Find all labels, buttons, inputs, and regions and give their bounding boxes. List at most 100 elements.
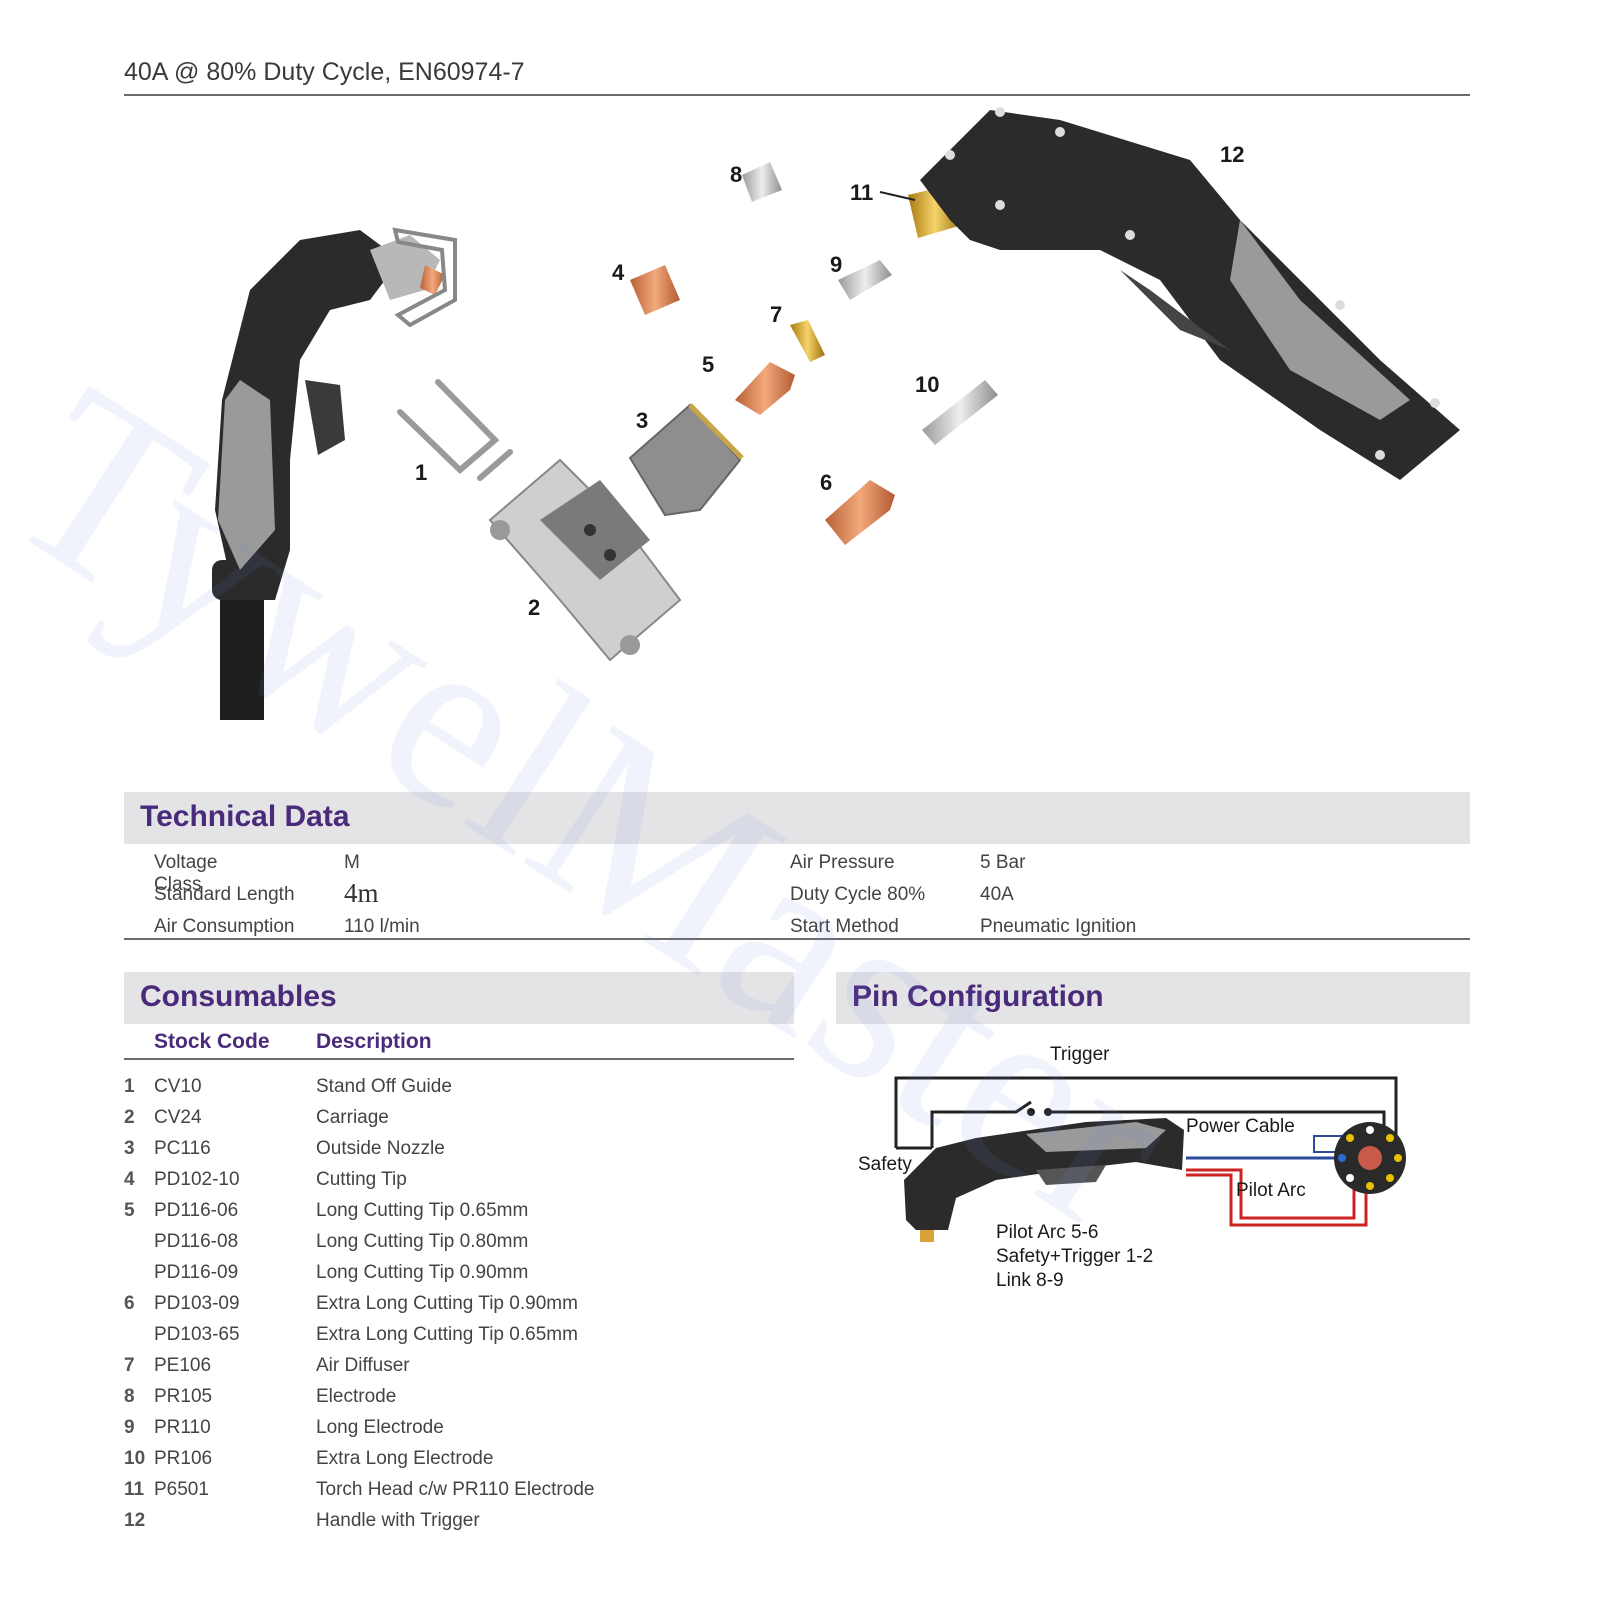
tech-label: Duty Cycle 80% xyxy=(790,884,926,905)
item-number: 12 xyxy=(124,1510,146,1531)
item-code: PR106 xyxy=(154,1448,213,1469)
tech-label: Air Pressure xyxy=(790,852,895,873)
item-code: PD116-08 xyxy=(154,1231,239,1252)
item-code: PE106 xyxy=(154,1355,212,1376)
item-desc: Air Diffuser xyxy=(316,1355,410,1376)
item-code: PR110 xyxy=(154,1417,211,1438)
item-code: PD116-09 xyxy=(154,1262,239,1283)
consumable-row: 4 PD102-10 Cutting Tip xyxy=(124,1169,744,1199)
consumable-row: 2 CV24 Carriage xyxy=(124,1107,744,1137)
technical-data-table: Voltage Class M Standard Length 4m Air C… xyxy=(124,848,1470,940)
consumable-row: 5 PD116-06 Long Cutting Tip 0.65mm xyxy=(124,1200,744,1230)
pin-config-diagram: Trigger Safety Power Cable Pilot Arc Pil… xyxy=(836,1030,1470,1310)
item-number: 8 xyxy=(124,1386,135,1407)
consumable-row: 7 PE106 Air Diffuser xyxy=(124,1355,744,1385)
tech-label: Voltage Class xyxy=(154,852,218,895)
technical-data-band: Technical Data xyxy=(124,792,1470,844)
tech-label: Start Method xyxy=(790,916,899,937)
part-label-10: 10 xyxy=(915,372,939,397)
part-label-3: 3 xyxy=(636,408,648,433)
consumables-title: Consumables xyxy=(140,980,337,1013)
consumables-header: Stock Code Description xyxy=(124,1026,794,1060)
part-label-11: 11 xyxy=(850,180,873,205)
power-cable-label: Power Cable xyxy=(1186,1116,1295,1137)
item-number: 3 xyxy=(124,1138,135,1159)
item-code: CV24 xyxy=(154,1107,202,1128)
col-description: Description xyxy=(316,1030,432,1053)
item-code: PD116-06 xyxy=(154,1200,239,1221)
part-label-2: 2 xyxy=(528,595,540,620)
tech-value: 5 Bar xyxy=(980,852,1026,873)
tech-value: 110 l/min xyxy=(344,916,420,937)
item-number: 1 xyxy=(124,1076,135,1097)
part-label-12: 12 xyxy=(1220,142,1244,167)
tech-value: M xyxy=(344,852,360,873)
pin-note: Pilot Arc 5-6 xyxy=(996,1222,1098,1243)
torch-exploded-figure: 1 2 3 4 5 6 7 8 9 10 11 12 xyxy=(0,100,1600,760)
item-number: 5 xyxy=(124,1200,135,1221)
item-number: 7 xyxy=(124,1355,135,1376)
consumable-row: 3 PC116 Outside Nozzle xyxy=(124,1138,744,1168)
item-code: PD103-09 xyxy=(154,1293,240,1314)
item-number: 9 xyxy=(124,1417,135,1438)
pin-note: Safety+Trigger 1-2 xyxy=(996,1246,1153,1267)
item-number: 6 xyxy=(124,1293,135,1314)
technical-data-title: Technical Data xyxy=(140,800,350,833)
item-code: PC116 xyxy=(154,1138,211,1159)
item-code: PD103-65 xyxy=(154,1324,240,1345)
part-label-9: 9 xyxy=(830,252,842,277)
consumable-row: PD116-08 Long Cutting Tip 0.80mm xyxy=(124,1231,744,1261)
page-title: 40A @ 80% Duty Cycle, EN60974-7 xyxy=(124,58,525,86)
page-header: 40A @ 80% Duty Cycle, EN60974-7 xyxy=(124,56,1470,96)
item-desc: Cutting Tip xyxy=(316,1169,407,1190)
pilot-arc-label: Pilot Arc xyxy=(1236,1180,1306,1201)
item-desc: Carriage xyxy=(316,1107,389,1128)
part-label-7: 7 xyxy=(770,302,782,327)
tech-value: 40A xyxy=(980,884,1014,905)
part-label-8: 8 xyxy=(730,162,742,187)
item-desc: Extra Long Electrode xyxy=(316,1448,494,1469)
pin-config-band: Pin Configuration xyxy=(836,972,1470,1024)
part-label-4: 4 xyxy=(612,260,625,285)
item-number: 10 xyxy=(124,1448,146,1469)
item-code: CV10 xyxy=(154,1076,202,1097)
torch-icon xyxy=(904,1118,1184,1242)
trigger-label: Trigger xyxy=(1050,1044,1110,1065)
connector-icon xyxy=(1334,1122,1406,1194)
part-label-1: 1 xyxy=(415,460,427,485)
pin-config-svg: Trigger Safety Power Cable Pilot Arc Pil… xyxy=(858,1044,1406,1291)
consumable-row: 12 Handle with Trigger xyxy=(124,1510,744,1540)
assembled-torch xyxy=(212,227,457,720)
consumables-band: Consumables xyxy=(124,972,794,1024)
tech-label: Standard Length xyxy=(154,884,295,905)
item-number: 4 xyxy=(124,1169,135,1190)
col-stock-code: Stock Code xyxy=(154,1030,270,1053)
safety-label: Safety xyxy=(858,1154,912,1175)
item-desc: Handle with Trigger xyxy=(316,1510,480,1531)
consumable-row: 1 CV10 Stand Off Guide xyxy=(124,1076,744,1106)
tech-value: Pneumatic Ignition xyxy=(980,916,1137,937)
item-desc: Torch Head c/w PR110 Electrode xyxy=(316,1479,595,1500)
pin-note: Link 8-9 xyxy=(996,1270,1064,1291)
torch-exploded-svg: 1 2 3 4 5 6 7 8 9 10 11 12 xyxy=(212,107,1460,720)
item-desc: Long Cutting Tip 0.65mm xyxy=(316,1200,529,1221)
part-label-5: 5 xyxy=(702,352,714,377)
item-code: PR105 xyxy=(154,1386,213,1407)
tech-value: 4m xyxy=(344,878,379,908)
item-desc: Stand Off Guide xyxy=(316,1076,452,1097)
item-number: 2 xyxy=(124,1107,135,1128)
item-desc: Outside Nozzle xyxy=(316,1138,445,1159)
item-code: PD102-10 xyxy=(154,1169,240,1190)
item-desc: Long Cutting Tip 0.80mm xyxy=(316,1231,529,1252)
pin-config-title: Pin Configuration xyxy=(852,980,1104,1013)
item-code: P6501 xyxy=(154,1479,209,1500)
consumable-row: 11 P6501 Torch Head c/w PR110 Electrode xyxy=(124,1479,744,1509)
item-number: 11 xyxy=(124,1479,145,1500)
tech-label: Air Consumption xyxy=(154,916,295,937)
handle-part xyxy=(920,107,1460,480)
